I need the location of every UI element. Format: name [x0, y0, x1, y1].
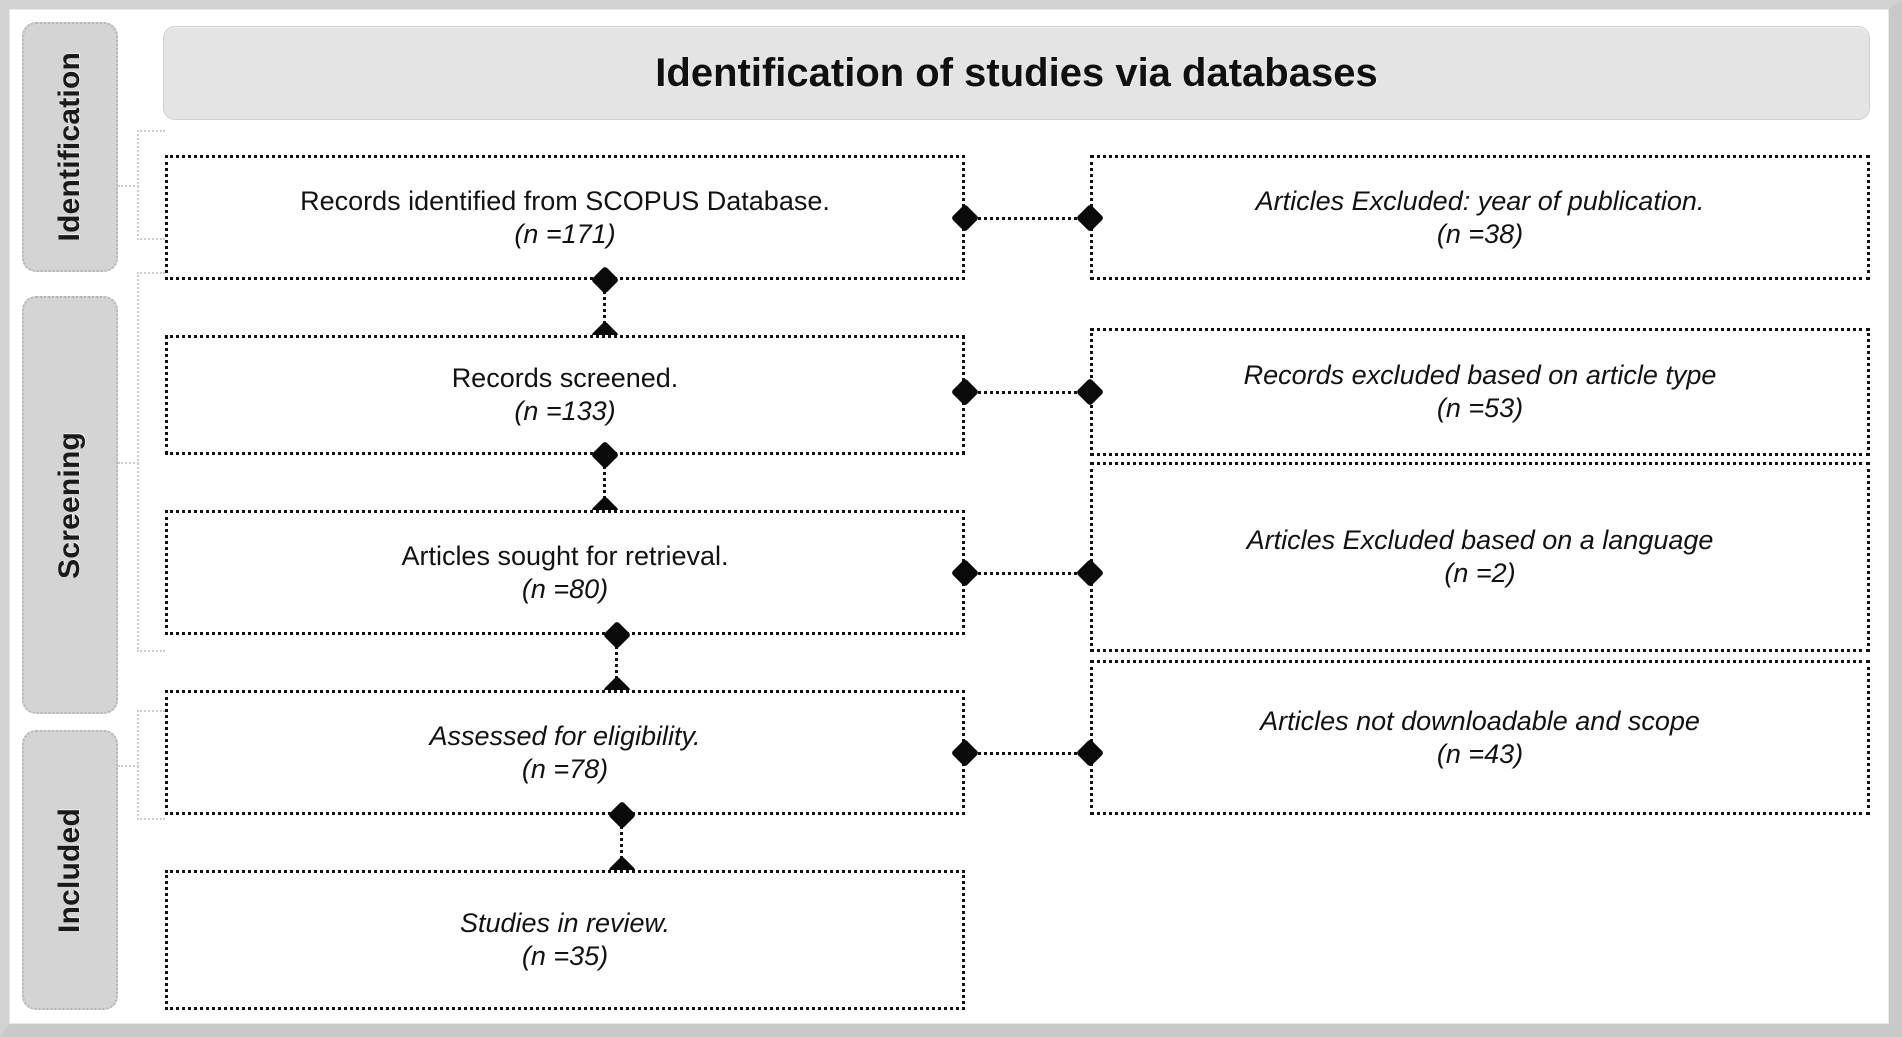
connector-sought-horizontal	[965, 572, 1090, 575]
phase-screening-label: Screening	[53, 431, 86, 579]
bracket-screening-stub	[118, 462, 139, 464]
phase-included-label: Included	[53, 807, 86, 933]
phase-included: Included	[22, 730, 118, 1010]
box-excluded-not-downloadable-count: (n =43)	[1436, 738, 1524, 769]
box-excluded-article-type-text: Records excluded based on article type	[1243, 360, 1717, 391]
box-records-identified-count: (n =171)	[514, 218, 616, 249]
box-excluded-article-type: Records excluded based on article type (…	[1090, 328, 1870, 456]
box-studies-in-review: Studies in review. (n =35)	[165, 870, 965, 1010]
phase-identification-label: Identification	[53, 52, 86, 242]
bracket-included	[137, 710, 165, 820]
connector-assessed-to-included	[620, 815, 623, 870]
box-studies-in-review-count: (n =35)	[521, 941, 609, 971]
box-excluded-language-text: Articles Excluded based on a language	[1246, 525, 1714, 556]
box-records-screened-count: (n =133)	[514, 396, 616, 426]
box-excluded-language-count: (n =2)	[1444, 558, 1516, 588]
connector-identification-horizontal	[965, 217, 1090, 220]
box-records-screened: Records screened. (n =133)	[165, 335, 965, 455]
box-excluded-year-count: (n =38)	[1436, 218, 1524, 249]
bracket-identification-stub	[118, 185, 139, 187]
box-excluded-language: Articles Excluded based on a language (n…	[1090, 462, 1870, 652]
connector-screened-to-sought	[603, 455, 606, 510]
box-studies-in-review-text: Studies in review.	[459, 908, 671, 939]
box-excluded-not-downloadable: Articles not downloadable and scope (n =…	[1090, 660, 1870, 815]
bracket-included-stub	[118, 765, 139, 767]
phase-identification: Identification	[22, 22, 118, 272]
box-articles-sought-count: (n =80)	[521, 573, 609, 604]
box-articles-sought-text: Articles sought for retrieval.	[401, 540, 729, 571]
box-records-identified: Records identified from SCOPUS Database.…	[165, 155, 965, 280]
box-records-identified-text: Records identified from SCOPUS Database.	[300, 185, 830, 216]
box-assessed-eligibility-text: Assessed for eligibility.	[429, 720, 701, 751]
box-excluded-year-text: Articles Excluded: year of publication.	[1255, 185, 1705, 216]
box-excluded-article-type-count: (n =53)	[1436, 393, 1524, 423]
phase-screening: Screening	[22, 296, 118, 714]
connector-screened-horizontal	[965, 391, 1090, 394]
connector-sought-to-assessed	[615, 635, 618, 690]
figure-title: Identification of studies via databases	[655, 50, 1378, 95]
connector-id-to-screening	[603, 280, 606, 335]
figure-title-banner: Identification of studies via databases	[163, 26, 1870, 120]
box-excluded-year: Articles Excluded: year of publication. …	[1090, 155, 1870, 280]
bracket-identification	[137, 130, 165, 240]
box-articles-sought: Articles sought for retrieval. (n =80)	[165, 510, 965, 635]
connector-assessed-horizontal	[965, 752, 1090, 755]
box-assessed-eligibility: Assessed for eligibility. (n =78)	[165, 690, 965, 815]
box-excluded-not-downloadable-text: Articles not downloadable and scope	[1260, 705, 1700, 736]
box-assessed-eligibility-count: (n =78)	[521, 753, 609, 784]
box-records-screened-text: Records screened.	[451, 363, 679, 394]
bracket-screening	[137, 272, 165, 652]
